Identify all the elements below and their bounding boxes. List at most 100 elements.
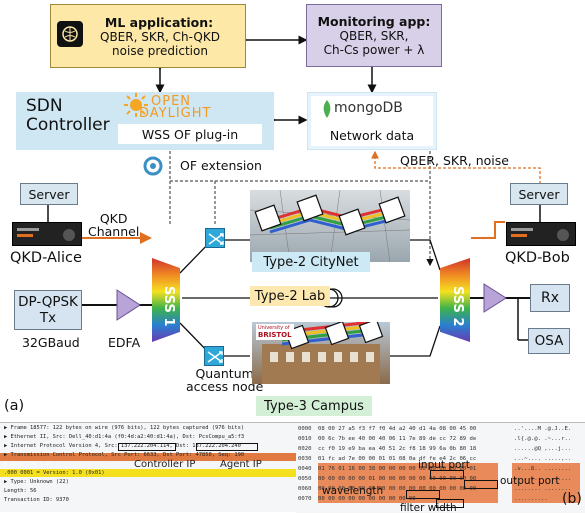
capture-line-ethernet[interactable]: ▶ Ethernet II, Src: Dell_40:d1:4a (f0:4d… bbox=[4, 434, 245, 440]
edfa-label: EDFA bbox=[108, 335, 141, 350]
openflow-bytes-highlight bbox=[318, 463, 498, 503]
campus-building-image: University of BRISTOL bbox=[252, 318, 390, 384]
baud-rate-label: 32GBaud bbox=[22, 335, 80, 350]
capture-line-tcp[interactable]: ▶ Transmission Control Protocol, Src Por… bbox=[4, 452, 245, 458]
citynet-node-icon bbox=[205, 228, 225, 248]
src-ip-box bbox=[118, 443, 176, 451]
hex-offset: 0070 bbox=[298, 496, 312, 502]
ascii-row: .l{.@.@. .~...r.. bbox=[514, 436, 572, 442]
bristol-logo-top: University of bbox=[258, 325, 290, 331]
rx-box: Rx bbox=[530, 284, 570, 312]
of-extension-icon bbox=[142, 156, 164, 176]
hex-offset: 0000 bbox=[298, 426, 312, 432]
citynet-label: Type-2 CityNet bbox=[252, 252, 370, 272]
sss2-label: SSS 2 bbox=[450, 286, 465, 327]
packet-bytes-pane: 0000 0010 0020 0030 0040 0050 0060 0070 … bbox=[296, 422, 585, 514]
type-highlight-row bbox=[0, 469, 296, 477]
hex-row[interactable]: 00 6c 7b ee 40 00 40 06 11 7e 89 de cc 7… bbox=[318, 436, 477, 442]
panel-b-label: (b) bbox=[562, 491, 582, 507]
sss1-switch bbox=[152, 258, 180, 342]
citynet-map-image bbox=[249, 189, 411, 263]
filter-width-annotation: filter width bbox=[400, 502, 457, 514]
capture-line-length[interactable]: Length: 56 bbox=[4, 488, 37, 494]
hex-offset: 0060 bbox=[298, 486, 312, 492]
capture-line-transaction[interactable]: Transaction ID: 9370 bbox=[4, 497, 69, 503]
rx-amplifier-icon bbox=[483, 283, 507, 313]
edfa-amplifier-icon bbox=[116, 289, 141, 321]
hex-row[interactable]: 00 00 00 00 00 01 00 00 00 00 00 00 00 0… bbox=[318, 476, 477, 482]
hex-offset: 0040 bbox=[298, 466, 312, 472]
qkd-channel-label: QKD Channel bbox=[88, 211, 140, 239]
agent-ip-annotation: Agent IP bbox=[220, 459, 262, 470]
opendaylight-sun-icon bbox=[122, 92, 150, 118]
dp-qpsk-tx-box: DP-QPSK Tx bbox=[14, 290, 82, 330]
ascii-row: .......... bbox=[514, 496, 548, 502]
controller-ip-annotation: Controller IP bbox=[134, 459, 196, 470]
server-bob: Server bbox=[510, 183, 568, 205]
output-port-box bbox=[464, 480, 498, 489]
ml-application-box: ML application: QBER, SKR, Ch-QKD noise … bbox=[50, 4, 246, 68]
qkd-alice-device bbox=[12, 222, 82, 246]
hex-row[interactable]: 00 00 00 00 00 00 00 00 00 00 bbox=[318, 496, 416, 502]
brain-chip-icon bbox=[57, 21, 83, 47]
monitoring-app-box: Monitoring app: QBER, SKR, Ch-Cs power +… bbox=[306, 4, 442, 67]
filter-width-box bbox=[436, 499, 464, 508]
campus-label: Type-3 Campus bbox=[256, 396, 372, 416]
output-port-annotation: output port bbox=[500, 475, 560, 487]
wss-plugin-box: WSS OF plug-in bbox=[118, 124, 262, 144]
of-extension-label: OF extension bbox=[180, 158, 262, 173]
ascii-row: ......@Q ,...j... bbox=[514, 446, 572, 452]
opendaylight-logo-top: OPEN bbox=[151, 94, 192, 109]
input-port-annotation: input port bbox=[418, 459, 470, 471]
mongodb-box: mongoDB Network data bbox=[307, 92, 437, 150]
openflow-highlight-row bbox=[0, 453, 296, 461]
hex-row[interactable]: 01 fc ad 7e 00 00 01 01 08 0a df fe e4 2… bbox=[318, 456, 477, 462]
sdn-controller-box: SDN Controller OPEN DAYLIGHT WSS OF plug… bbox=[16, 92, 274, 150]
qkd-bob-device bbox=[506, 222, 576, 246]
campus-node-icon bbox=[204, 346, 224, 366]
wavelength-box bbox=[406, 490, 440, 499]
bristol-logo: University of BRISTOL bbox=[256, 324, 294, 340]
ascii-row: ..'....M .@.J..E. bbox=[514, 426, 572, 432]
panel-a-label: (a) bbox=[4, 398, 25, 414]
capture-line-version[interactable]: .000 0001 = Version: 1.0 (0x01) bbox=[4, 470, 105, 476]
path-campus-right bbox=[380, 325, 441, 357]
sdn-controller-label: SDN Controller bbox=[26, 96, 110, 135]
monitor-app-body: QBER, SKR, Ch-Cs power + λ bbox=[323, 29, 425, 57]
monitor-app-title: Monitoring app: bbox=[317, 14, 431, 29]
capture-line-ip[interactable]: ▶ Internet Protocol Version 4, Src: 137.… bbox=[4, 443, 241, 449]
ascii-row: ........ ........ bbox=[514, 486, 572, 492]
capture-line-openflow[interactable]: ▼ OpenFlow 1.0 bbox=[4, 461, 50, 467]
qkd-alice-label: QKD-Alice bbox=[10, 250, 82, 266]
packet-detail-pane: ▶ Frame 18577: 122 bytes on wire (976 bi… bbox=[0, 422, 296, 512]
mongodb-leaf-icon bbox=[322, 100, 332, 118]
hex-offset: 0050 bbox=[298, 476, 312, 482]
capture-line-type[interactable]: ▶ Type: Unknown (22) bbox=[4, 479, 69, 485]
bristol-logo-bottom: BRISTOL bbox=[258, 331, 292, 339]
input-port-box bbox=[430, 470, 464, 479]
qkd-bob-line bbox=[471, 221, 505, 239]
ascii-row: ........ ........ bbox=[514, 476, 572, 482]
sss2-switch bbox=[440, 258, 470, 342]
hex-row[interactable]: cc f0 19 e9 ba ea 40 51 2c f8 18 99 6a 0… bbox=[318, 446, 477, 452]
wavelength-annotation: wavelength bbox=[322, 485, 384, 497]
hex-offset: 0010 bbox=[298, 436, 312, 442]
ml-app-title: ML application: bbox=[104, 14, 214, 30]
qkd-bob-label: QKD-Bob bbox=[505, 250, 570, 266]
hex-row[interactable]: 08 00 27 a5 f3 f7 f0 4d a2 40 d1 4a 08 0… bbox=[318, 426, 477, 432]
ml-app-body: QBER, SKR, Ch-QKD noise prediction bbox=[100, 29, 220, 58]
osa-box: OSA bbox=[528, 328, 570, 354]
mongodb-logo: mongoDB bbox=[334, 100, 403, 116]
capture-line-frame[interactable]: ▶ Frame 18577: 122 bytes on wire (976 bi… bbox=[4, 425, 245, 431]
dst-ip-box bbox=[196, 443, 258, 451]
ascii-row: .v...8.. ........ bbox=[514, 466, 572, 472]
server-alice: Server bbox=[20, 183, 78, 205]
openflow-ascii-highlight bbox=[512, 463, 580, 503]
monitor-metrics-label: QBER, SKR, noise bbox=[400, 153, 509, 168]
sss1-label: SSS 1 bbox=[161, 286, 176, 327]
ascii-row: ...~.... .....,.. bbox=[514, 456, 572, 462]
hex-row[interactable]: 00 00 00 00 00 00 00 00 00 00 00 00 00 0… bbox=[318, 486, 477, 492]
opendaylight-logo-bottom: DAYLIGHT bbox=[139, 106, 212, 121]
hex-row[interactable]: 01 76 01 16 00 38 00 00 00 00 00 00 00 0… bbox=[318, 466, 477, 472]
